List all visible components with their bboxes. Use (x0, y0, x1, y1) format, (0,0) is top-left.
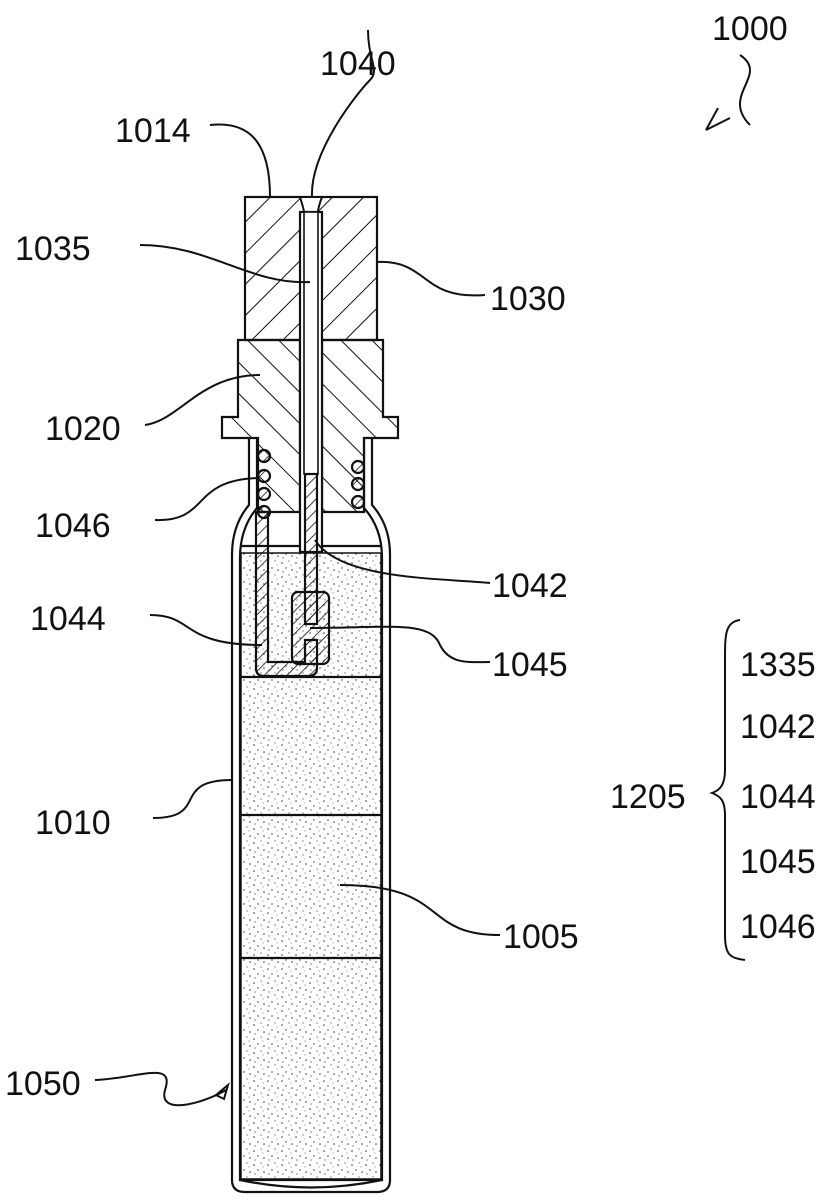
label-1045: 1045 (492, 646, 568, 684)
label-1014: 1014 (115, 112, 191, 150)
label-1046: 1046 (35, 507, 111, 545)
label-1010: 1010 (35, 804, 111, 842)
label-1030: 1030 (490, 280, 566, 318)
label-1005: 1005 (503, 918, 579, 956)
group-member-label: 1042 (740, 708, 816, 746)
leader-lines (94, 29, 751, 1107)
label-1020: 1020 (45, 410, 121, 448)
group-label-1205: 1205 (610, 778, 686, 816)
label-1035: 1035 (15, 230, 91, 268)
u-element-1044 (254, 510, 319, 678)
group-member-label: 1335 (740, 646, 816, 684)
spring-1046 (256, 448, 366, 520)
label-1050: 1050 (5, 1065, 81, 1103)
label-1044: 1044 (30, 600, 106, 638)
group-member-label: 1046 (740, 908, 816, 946)
group-member-label: 1045 (740, 843, 816, 881)
label-1040: 1040 (320, 45, 396, 83)
label-1042: 1042 (492, 567, 568, 605)
group-member-label: 1044 (740, 778, 816, 816)
figure-reference-label: 1000 (712, 10, 788, 48)
